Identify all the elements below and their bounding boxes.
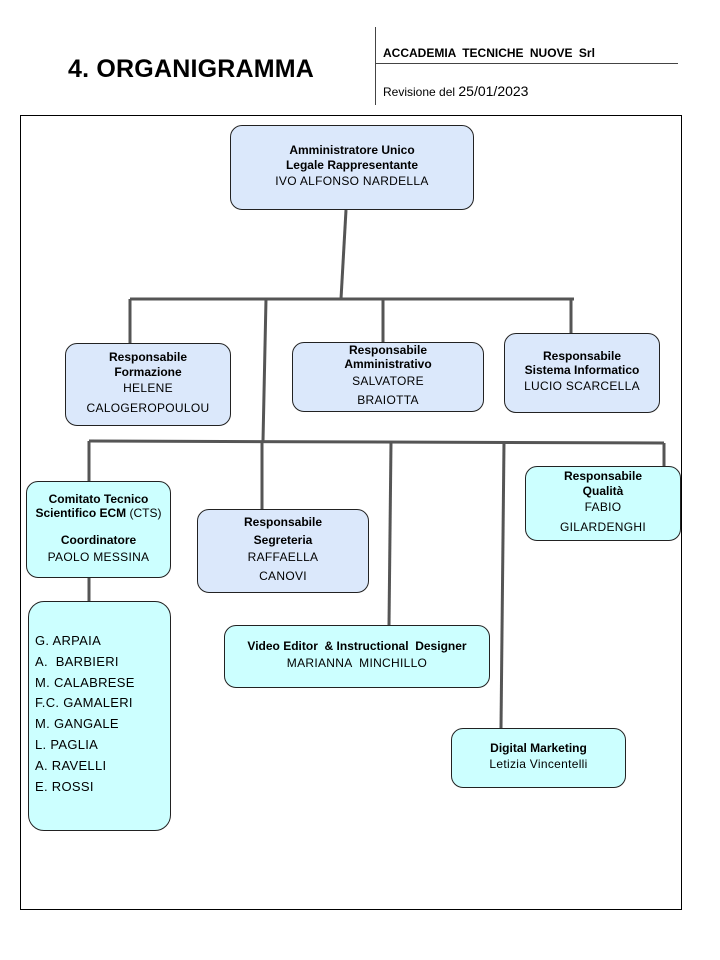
node-role: Amministrativo <box>344 357 432 372</box>
node-role: Scientifico ECM <box>35 505 127 520</box>
chart-frame <box>20 115 682 910</box>
connector-branch-down <box>261 298 268 442</box>
node-person: CANOVI <box>259 569 307 584</box>
cts-member: M. GANGALE <box>35 716 119 732</box>
cts-member: F.C. GAMALERI <box>35 695 133 711</box>
revision-info: Revisione del 25/01/2023 <box>383 83 528 99</box>
node-person: FABIO <box>584 500 622 515</box>
node-cts: Comitato Tecnico Scientifico ECM (CTS) C… <box>26 481 171 578</box>
node-role: Segreteria <box>253 533 313 548</box>
node-segreteria: Responsabile Segreteria RAFFAELLA CANOVI <box>197 509 369 593</box>
node-role: Qualità <box>582 483 624 498</box>
node-person: HELENE <box>123 381 173 396</box>
cts-member: G. ARPAIA <box>35 633 102 648</box>
node-role: Responsabile <box>542 348 622 363</box>
page-title: 4. ORGANIGRAMMA <box>68 55 315 83</box>
node-person: LUCIO SCARCELLA <box>524 379 640 394</box>
node-person: Letizia Vincentelli <box>489 757 588 772</box>
node-role: Responsabile <box>243 514 323 529</box>
cts-member: E. ROSSI <box>35 778 94 794</box>
connector-level2-bus <box>88 439 665 445</box>
node-role: Responsabile <box>108 350 188 365</box>
header-divider-vertical <box>375 27 376 105</box>
node-role: Sistema Informatico <box>524 363 640 378</box>
node-role: Video Editor & Instructional Designer <box>247 639 467 654</box>
cts-member: M. CALABRESE <box>35 674 135 690</box>
connector-ceo-down <box>339 209 348 300</box>
node-role: Legale Rappresentante <box>285 157 419 172</box>
node-role: Formazione <box>114 364 182 379</box>
node-person: IVO ALFONSO NARDELLA <box>275 173 429 188</box>
node-role-suffix: (CTS) <box>129 505 162 520</box>
node-role: Comitato Tecnico <box>48 491 149 506</box>
node-person: PAOLO MESSINA <box>47 549 150 564</box>
header-divider-horizontal <box>375 63 678 64</box>
node-video-editor: Video Editor & Instructional Designer MA… <box>224 625 490 688</box>
node-person: CALOGEROPOULOU <box>86 400 210 415</box>
node-person: GILARDENGHI <box>560 519 646 534</box>
revision-label: Revisione del <box>383 85 456 99</box>
node-person: BRAIOTTA <box>357 393 419 408</box>
node-role: Coordinatore <box>60 533 137 548</box>
node-person: RAFFAELLA <box>247 549 319 564</box>
company-name: ACCADEMIA TECNICHE NUOVE Srl <box>383 46 595 60</box>
connector-to-marketing <box>499 441 506 729</box>
node-amministrativo: Responsabile Amministrativo SALVATORE BR… <box>292 342 484 412</box>
node-amministratore: Amministratore Unico Legale Rappresentan… <box>230 125 474 210</box>
node-person: SALVATORE <box>352 373 424 388</box>
node-person: MARIANNA MINCHILLO <box>286 655 428 670</box>
node-role: Amministratore Unico <box>289 143 415 158</box>
cts-member: A. BARBIERI <box>35 653 119 669</box>
revision-date: 25/01/2023 <box>458 83 529 99</box>
cts-members-list: G. ARPAIA A. BARBIERI M. CALABRESE F.C. … <box>28 601 171 831</box>
node-qualita: Responsabile Qualità FABIO GILARDENGHI <box>525 466 681 541</box>
cts-member: L. PAGLIA <box>35 736 99 752</box>
cts-member: A. RAVELLI <box>35 757 107 773</box>
node-role: Digital Marketing <box>490 740 587 755</box>
connector-to-video <box>387 441 393 626</box>
node-role: Responsabile <box>348 342 428 357</box>
node-sistema-informatico: Responsabile Sistema Informatico LUCIO S… <box>504 333 660 413</box>
node-role: Responsabile <box>563 469 643 484</box>
node-digital-marketing: Digital Marketing Letizia Vincentelli <box>451 728 626 788</box>
node-formazione: Responsabile Formazione HELENE CALOGEROP… <box>65 343 231 426</box>
